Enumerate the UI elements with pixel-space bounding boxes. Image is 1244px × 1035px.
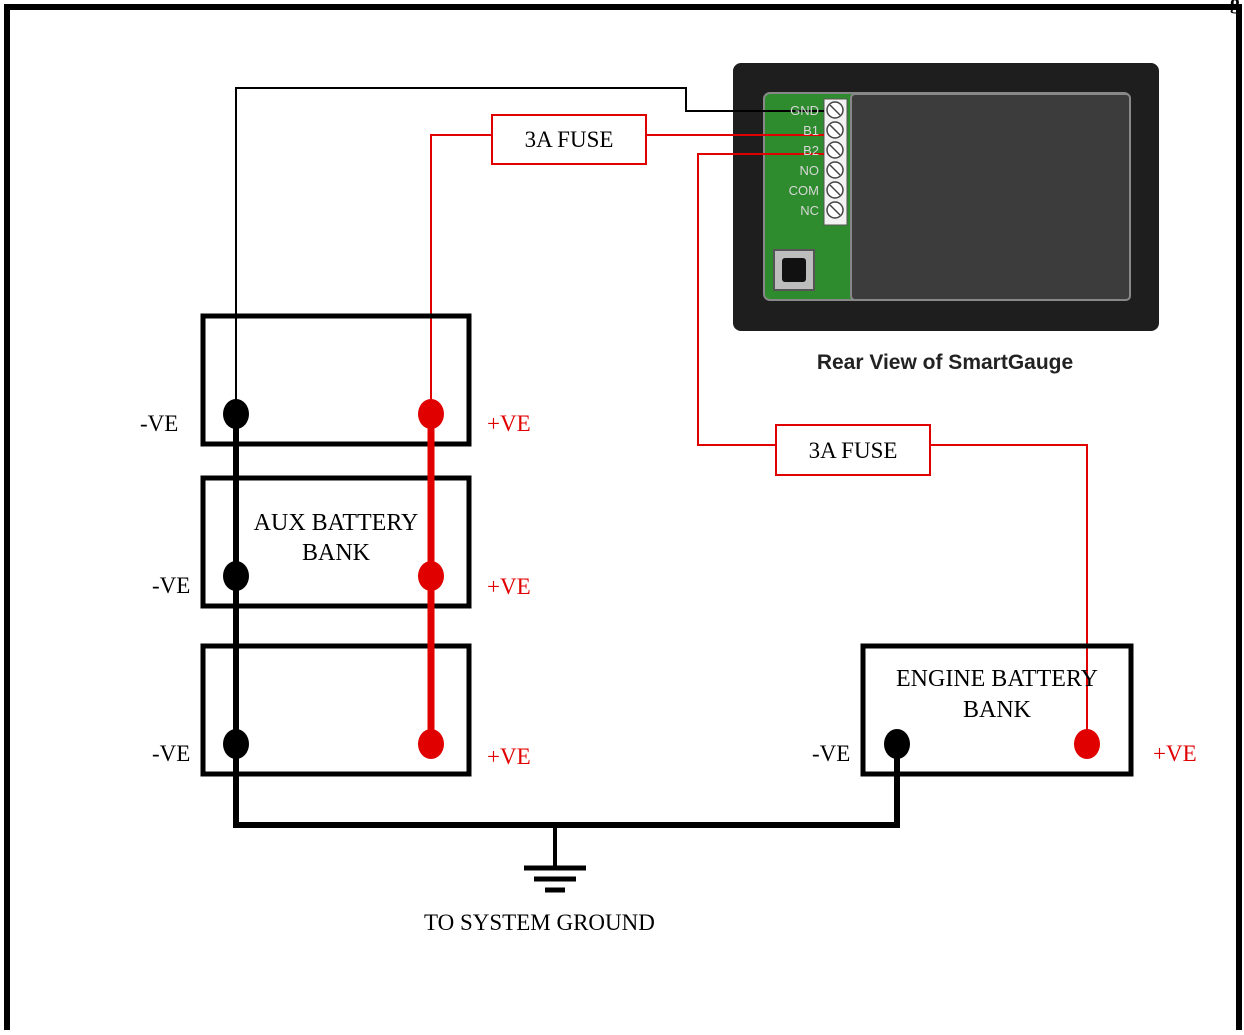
aux-1-positive-post [418, 399, 444, 429]
terminal-posts [223, 399, 1100, 759]
connector-socket-hole [782, 258, 806, 282]
gnd-wire [235, 87, 824, 416]
terminal-screws [826, 101, 844, 219]
engine-battery [860, 643, 1134, 777]
engine-negative-label: -VE [812, 741, 851, 766]
smartgauge-device [733, 63, 1159, 331]
engine-positive-sense-wire-a [697, 153, 824, 446]
device-caption: Rear View of SmartGauge [816, 351, 1074, 374]
aux-1-negative-label: -VE [140, 411, 179, 436]
aux-bank-label-line1: AUX BATTERY [253, 510, 419, 536]
fuse-top [491, 114, 647, 165]
aux-1-negative-post [223, 399, 249, 429]
engine-bank-label-line2: BANK [962, 697, 1031, 723]
aux-battery-1 [200, 313, 472, 447]
terminal-label-com: COM [788, 183, 819, 198]
aux-1-positive-label: +VE [487, 411, 531, 436]
aux-battery-2 [200, 475, 472, 609]
outer-frame [4, 4, 1242, 1035]
fuse-top-label: 3A FUSE [524, 127, 614, 152]
engine-positive-label: +VE [1153, 741, 1197, 766]
aux-2-negative-post [223, 561, 249, 591]
fuse-engine [775, 424, 931, 476]
aux-battery-3 [200, 643, 472, 777]
terminal-label-gnd: GND [790, 103, 819, 118]
aux-positive-sense-wire-a [430, 134, 492, 416]
ground-label: TO SYSTEM GROUND [424, 910, 655, 935]
engine-bank-label-line1: ENGINE BATTERY [896, 666, 1098, 692]
engine-positive-post [1074, 729, 1100, 759]
fuse-engine-label: 3A FUSE [808, 438, 898, 463]
negative-bus [233, 416, 900, 828]
aux-battery-bank [200, 313, 472, 777]
aux-bank-label-line2: BANK [301, 540, 370, 566]
aux-3-negative-post [223, 729, 249, 759]
aux-3-positive-post [418, 729, 444, 759]
device-panel [850, 93, 1131, 301]
aux-2-negative-label: -VE [152, 573, 191, 598]
terminal-label-nc: NC [800, 203, 819, 218]
terminal-label-no: NO [799, 163, 820, 178]
terminal-label-b1: B1 [803, 123, 819, 138]
engine-negative-post [884, 729, 910, 759]
corner-text: g [1230, 0, 1240, 14]
aux-3-positive-label: +VE [487, 744, 531, 769]
aux-2-positive-post [418, 561, 444, 591]
aux-3-negative-label: -VE [152, 741, 191, 766]
aux-2-positive-label: +VE [487, 574, 531, 599]
terminal-label-b2: B2 [803, 143, 819, 158]
ground-icon [524, 865, 586, 893]
